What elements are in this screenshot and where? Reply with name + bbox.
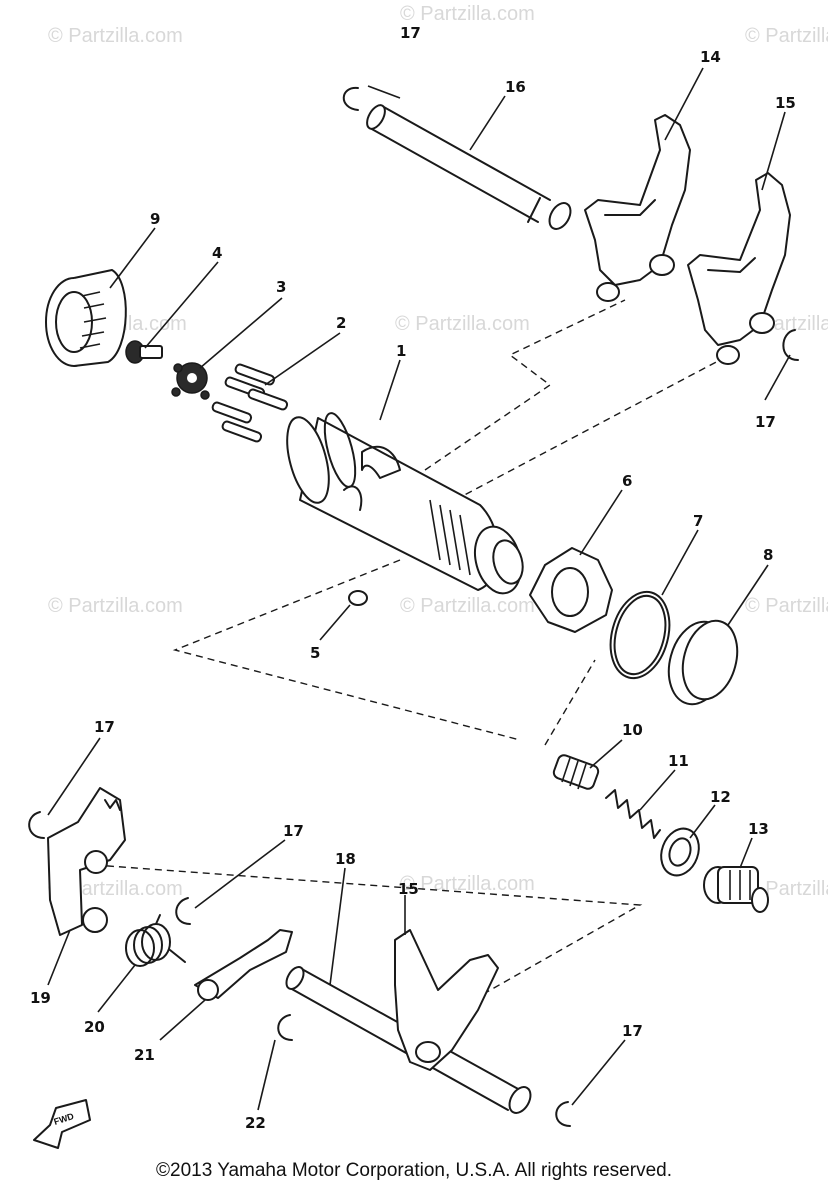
part-21-shift-guide: [194, 929, 293, 1001]
part-19-shift-arm: [47, 787, 126, 936]
copyright-notice: ©2013 Yamaha Motor Corporation, U.S.A. A…: [156, 1160, 672, 1181]
part-10-spring: [552, 754, 600, 790]
part-18-shift-fork-shaft: [285, 966, 532, 1114]
watermark: © Partzilla.com: [745, 595, 828, 617]
part-4-screw: [125, 340, 163, 364]
assembly-lines: [94, 299, 721, 1031]
callout-17: 17: [283, 822, 304, 840]
part-8-cover: [667, 619, 739, 706]
part-11-spring: [605, 789, 661, 839]
callout-17: 17: [755, 413, 776, 431]
callout-3: 3: [276, 278, 286, 296]
watermark: © Partzilla.com: [48, 25, 183, 47]
callout-labels: 17 16 14 15 9 4 3 2 1 17 6 7 8 5 10 11 1…: [30, 24, 796, 1132]
callout-17: 17: [94, 718, 115, 736]
callout-13: 13: [748, 820, 769, 838]
part-12-washer: [660, 827, 700, 877]
part-2-pins: [211, 363, 289, 443]
watermark: © Partzilla.com: [400, 595, 535, 617]
callout-12: 12: [710, 788, 731, 806]
callout-15: 15: [775, 94, 796, 112]
circlip-icon: [277, 1014, 293, 1041]
callout-16: 16: [505, 78, 526, 96]
callout-17: 17: [622, 1022, 643, 1040]
watermark: © Partzilla.com: [395, 313, 530, 335]
callout-5: 5: [310, 644, 320, 662]
part-5-pin: [348, 590, 368, 606]
part-3-segment: [171, 362, 210, 400]
watermark: © Partzilla.com: [400, 3, 535, 25]
circlip-icon: [555, 1101, 571, 1127]
forward-direction-indicator: FWD: [33, 1099, 91, 1149]
callout-18: 18: [335, 850, 356, 868]
callout-9: 9: [150, 210, 160, 228]
callout-1: 1: [396, 342, 406, 360]
callout-4: 4: [212, 244, 222, 262]
watermark: © Partzilla.com: [745, 25, 828, 47]
part-7-circlip: [609, 590, 671, 680]
circlip-icon: [28, 811, 45, 839]
circlip-icon: [175, 897, 191, 925]
callout-15: 15: [398, 880, 419, 898]
watermark: © Partzilla.com: [48, 595, 183, 617]
callout-10: 10: [622, 721, 643, 739]
callout-7: 7: [693, 512, 703, 530]
callout-20: 20: [84, 1018, 105, 1036]
callout-6: 6: [622, 472, 632, 490]
callout-14: 14: [700, 48, 721, 66]
callout-19: 19: [30, 989, 51, 1007]
circlip-icon: [782, 329, 799, 361]
circlip-icon: [342, 86, 359, 111]
part-14-shift-fork: [584, 114, 691, 302]
part-17-circlips: [28, 86, 799, 1127]
callout-11: 11: [668, 752, 689, 770]
part-20-spring: [125, 914, 186, 967]
callout-17: 17: [400, 24, 421, 42]
part-16-shift-fork-shaft: [366, 104, 572, 230]
part-1-shift-drum: [286, 412, 524, 595]
callout-21: 21: [134, 1046, 155, 1064]
part-9-bearing: [45, 269, 127, 367]
leader-lines: [47, 67, 791, 1111]
part-6-cam-plate: [529, 547, 613, 633]
callout-2: 2: [336, 314, 346, 332]
part-13-plug: [703, 866, 769, 913]
callout-22: 22: [245, 1114, 266, 1132]
part-15-shift-fork-upper: [687, 172, 791, 365]
part-15-shift-fork-lower: [394, 929, 499, 1071]
callout-8: 8: [763, 546, 773, 564]
